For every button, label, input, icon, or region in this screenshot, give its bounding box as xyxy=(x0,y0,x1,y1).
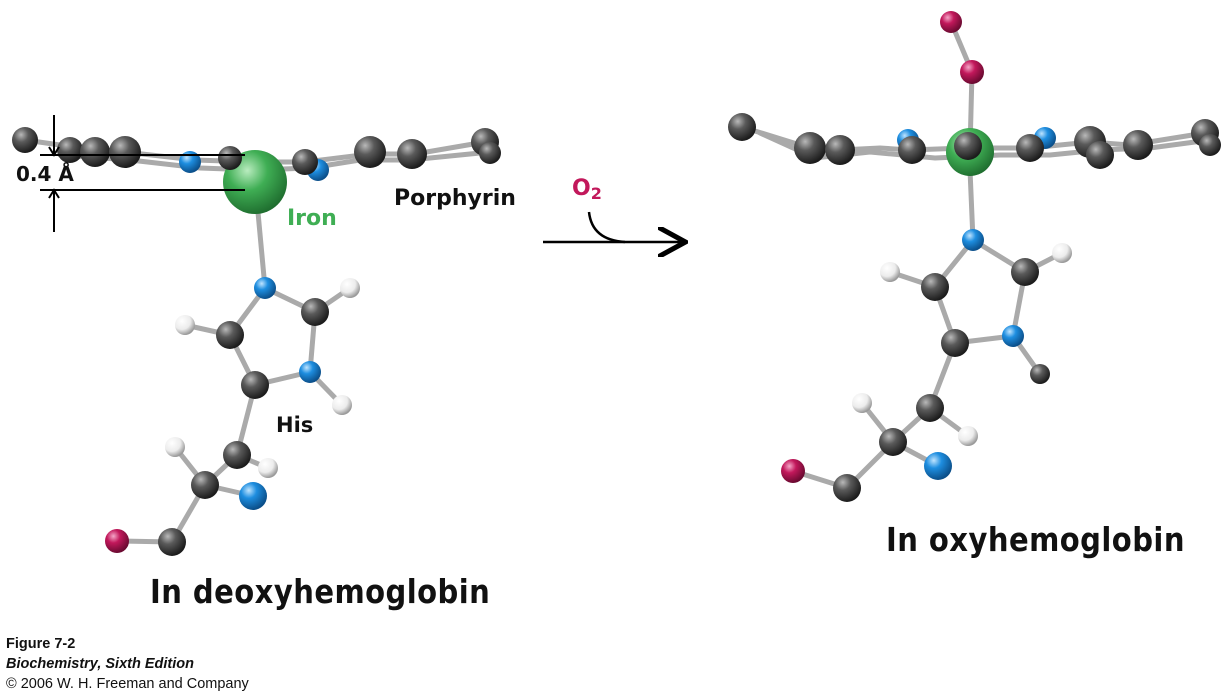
his-carbon xyxy=(1011,258,1039,286)
his-carbon xyxy=(241,371,269,399)
porphyrin-carbon xyxy=(397,139,427,169)
porphyrin-carbon xyxy=(292,149,318,175)
distance-marker xyxy=(40,115,245,232)
porphyrin-carbon xyxy=(57,137,83,163)
o2-label: O2 xyxy=(572,176,602,203)
book-title: Biochemistry, Sixth Edition xyxy=(6,656,194,672)
porphyrin-carbon xyxy=(1199,134,1221,156)
his-carbon xyxy=(941,329,969,357)
backbone-carbon xyxy=(833,474,861,502)
porphyrin-carbon xyxy=(954,132,982,160)
backbone-oxygen xyxy=(105,529,129,553)
figure-number: Figure 7-2 xyxy=(6,636,76,652)
his-carbon xyxy=(216,321,244,349)
hydrogen xyxy=(852,393,872,413)
porphyrin-carbon xyxy=(1123,130,1153,160)
hydrogen xyxy=(1052,243,1072,263)
o2-label-base: O xyxy=(572,176,591,201)
porphyrin-carbon xyxy=(354,136,386,168)
porphyrin-label: Porphyrin xyxy=(394,186,516,211)
porphyrin-nitrogen xyxy=(179,151,201,173)
hydrogen xyxy=(165,437,185,457)
backbone-oxygen xyxy=(781,459,805,483)
o2-oxygen xyxy=(940,11,962,33)
porphyrin-carbon xyxy=(1086,141,1114,169)
porphyrin-carbon xyxy=(479,142,501,164)
hydrogen xyxy=(175,315,195,335)
hydrogen xyxy=(958,426,978,446)
backbone-carbon xyxy=(879,428,907,456)
deoxy-title: In deoxyhemoglobin xyxy=(150,572,491,611)
distance-label: 0.4 Å xyxy=(16,162,74,186)
backbone-carbon xyxy=(223,441,251,469)
hydrogen xyxy=(332,395,352,415)
iron-label: Iron xyxy=(287,206,337,231)
porphyrin-carbon xyxy=(728,113,756,141)
reaction-arrow xyxy=(543,211,683,242)
his-nitrogen xyxy=(1002,325,1024,347)
backbone-nitrogen xyxy=(239,482,267,510)
porphyrin-carbon xyxy=(1016,134,1044,162)
backbone-nitrogen xyxy=(924,452,952,480)
backbone-carbon xyxy=(191,471,219,499)
porphyrin-carbon xyxy=(12,127,38,153)
his-nitrogen xyxy=(299,361,321,383)
oxy-structure xyxy=(728,11,1221,502)
iron-atom xyxy=(223,150,287,214)
porphyrin-carbon xyxy=(80,137,110,167)
hydrogen xyxy=(258,458,278,478)
porphyrin-carbon xyxy=(825,135,855,165)
his-carbon xyxy=(1030,364,1050,384)
porphyrin-carbon xyxy=(109,136,141,168)
figure-caption: Figure 7-2 Biochemistry, Sixth Edition ©… xyxy=(6,634,249,694)
his-nitrogen xyxy=(962,229,984,251)
porphyrin-carbon xyxy=(794,132,826,164)
backbone-carbon xyxy=(158,528,186,556)
his-carbon xyxy=(301,298,329,326)
o2-oxygen xyxy=(960,60,984,84)
his-nitrogen xyxy=(254,277,276,299)
hydrogen xyxy=(340,278,360,298)
copyright: © 2006 W. H. Freeman and Company xyxy=(6,676,249,692)
o2-label-subscript: 2 xyxy=(590,184,602,203)
backbone-carbon xyxy=(916,394,944,422)
oxy-title: In oxyhemoglobin xyxy=(886,520,1185,559)
porphyrin-carbon xyxy=(218,146,242,170)
hydrogen xyxy=(880,262,900,282)
porphyrin-carbon xyxy=(898,136,926,164)
his-label: His xyxy=(276,413,314,437)
his-carbon xyxy=(921,273,949,301)
deoxy-structure xyxy=(12,115,501,556)
deoxy-atoms xyxy=(12,127,501,556)
